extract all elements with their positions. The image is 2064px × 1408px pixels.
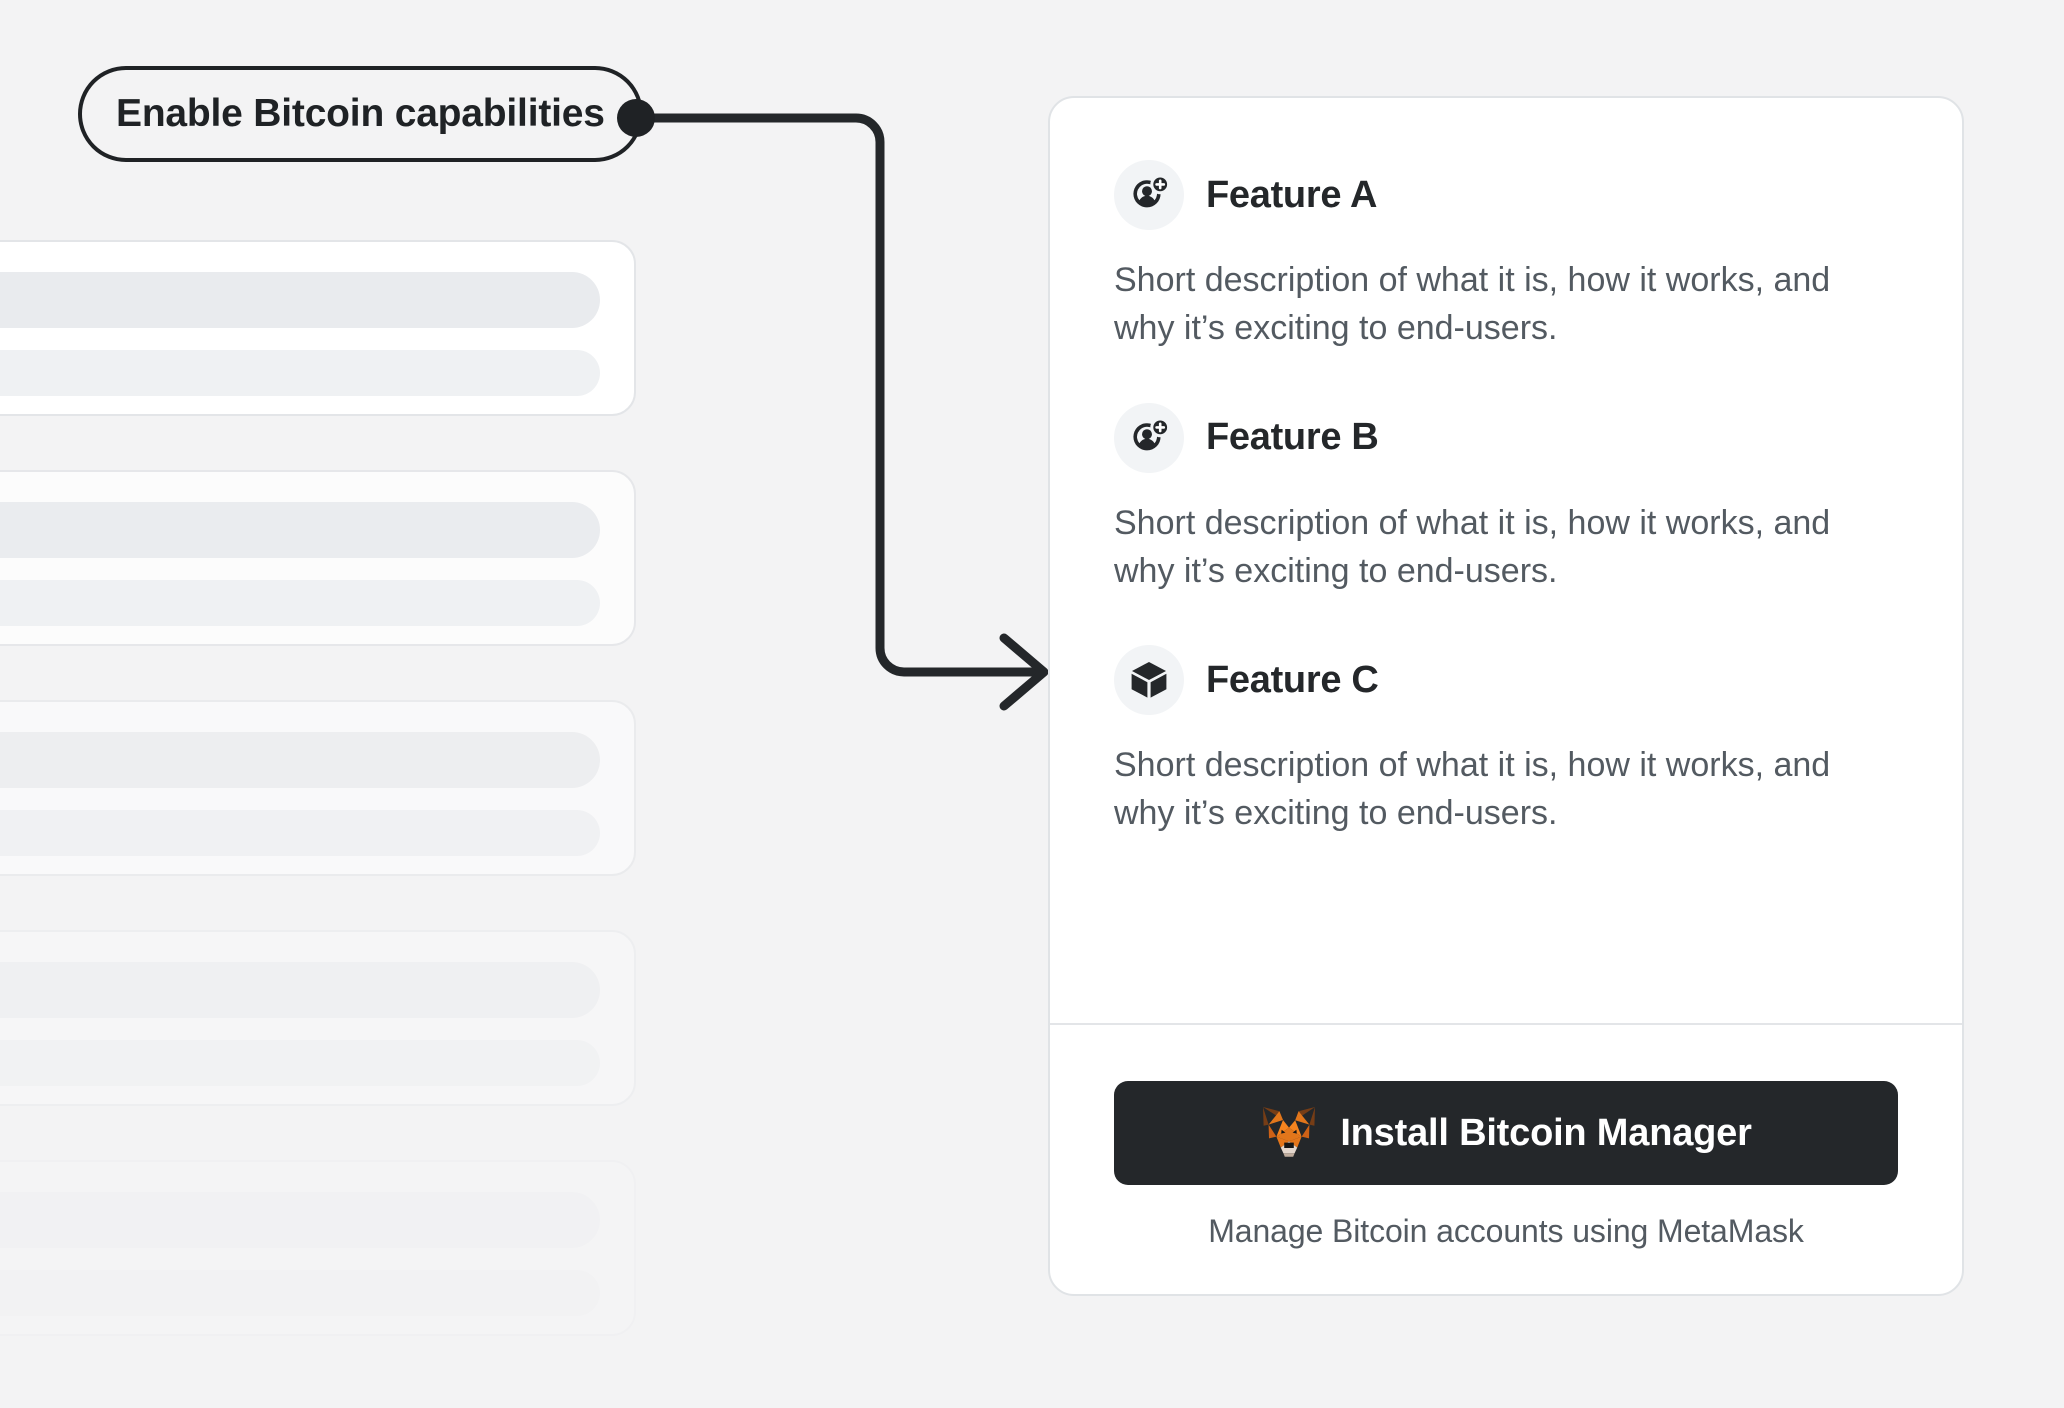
install-button-label: Install Bitcoin Manager — [1340, 1111, 1752, 1154]
feature-title: Feature A — [1206, 173, 1378, 216]
metamask-fox-icon — [1260, 1105, 1318, 1162]
install-bitcoin-manager-button[interactable]: Install Bitcoin Manager — [1114, 1081, 1898, 1185]
feature-item-c: Feature C Short description of what it i… — [1114, 645, 1898, 838]
feature-list: Feature A Short description of what it i… — [1050, 98, 1962, 981]
placeholder-bar — [0, 1192, 600, 1248]
feature-description: Short description of what it is, how it … — [1114, 746, 1831, 833]
feature-title: Feature B — [1206, 416, 1379, 459]
feature-header: Feature B — [1114, 402, 1898, 473]
list-item — [0, 930, 636, 1106]
list-item — [0, 700, 636, 876]
list-item — [0, 240, 636, 416]
feature-description: Short description of what it is, how it … — [1114, 503, 1831, 590]
list-item — [0, 1160, 636, 1336]
placeholder-bar — [0, 732, 600, 788]
placeholder-bar — [0, 1040, 600, 1086]
placeholder-bar — [0, 1270, 600, 1316]
placeholder-bar — [0, 502, 600, 558]
feature-item-b: Feature B Short description of what it i… — [1114, 402, 1898, 596]
card-divider — [1050, 1023, 1962, 1025]
background-placeholder-list — [0, 240, 636, 1390]
card-footer: Install Bitcoin Manager Manage Bitcoin a… — [1050, 1025, 1962, 1294]
footer-caption: Manage Bitcoin accounts using MetaMask — [1208, 1213, 1804, 1249]
callout-label-text: Enable Bitcoin capabilities — [116, 92, 605, 135]
feature-title: Feature C — [1206, 658, 1379, 701]
feature-card: Feature A Short description of what it i… — [1048, 96, 1964, 1296]
placeholder-bar — [0, 810, 600, 856]
feature-header: Feature A — [1114, 160, 1898, 230]
feature-header: Feature C — [1114, 645, 1898, 716]
feature-description: Short description of what it is, how it … — [1114, 261, 1831, 348]
placeholder-bar — [0, 962, 600, 1018]
placeholder-bar — [0, 272, 600, 328]
connector-line — [631, 113, 1045, 677]
feature-item-a: Feature A Short description of what it i… — [1114, 160, 1898, 353]
callout-label: Enable Bitcoin capabilities — [78, 66, 643, 162]
list-item — [0, 470, 636, 646]
cube-icon — [1114, 645, 1184, 716]
add-account-icon — [1114, 160, 1184, 230]
placeholder-bar — [0, 580, 600, 626]
placeholder-bar — [0, 350, 600, 396]
add-account-icon — [1114, 402, 1184, 473]
arrow-right-icon — [999, 633, 1049, 711]
